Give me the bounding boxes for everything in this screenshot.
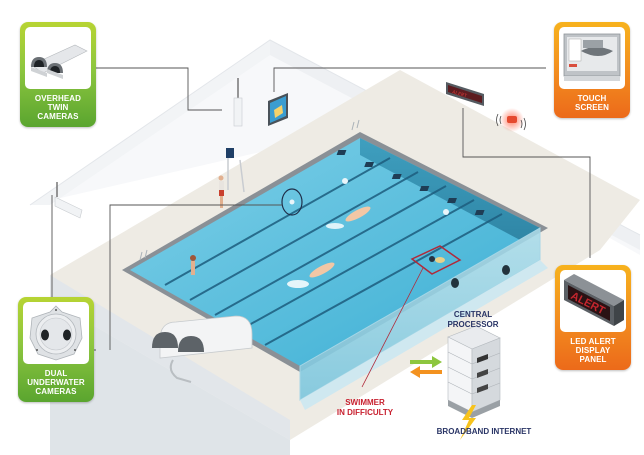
overhead-camera-mount-center bbox=[233, 78, 243, 127]
arrow-left-icon bbox=[410, 366, 442, 378]
wall-led-display: ALERT bbox=[446, 82, 484, 106]
lightning-bolt-icon bbox=[460, 405, 476, 440]
arrow-right-icon bbox=[410, 356, 442, 368]
badge-label: LED ALERT DISPLAY PANEL bbox=[570, 337, 616, 364]
svg-text:ALERT: ALERT bbox=[451, 89, 467, 99]
dual-underwater-camera-icon bbox=[23, 302, 89, 364]
badge-label: DUAL UNDERWATER CAMERAS bbox=[27, 369, 85, 396]
underwater-camera-highlight bbox=[281, 178, 449, 216]
wall-touch-screen bbox=[268, 93, 288, 126]
touch-screen-monitor-icon bbox=[559, 27, 625, 89]
badge-dual-underwater-cameras: DUAL UNDERWATER CAMERAS bbox=[18, 297, 94, 402]
alarm-beacon-icon bbox=[496, 108, 526, 132]
swimmers bbox=[190, 206, 371, 288]
caption-broadband-internet: BROADBAND INTERNET bbox=[436, 427, 532, 436]
led-alert-panel-icon: ALERT bbox=[560, 270, 626, 332]
pool-ladders bbox=[139, 119, 360, 261]
leader-lines bbox=[51, 67, 591, 351]
starting-blocks bbox=[336, 150, 485, 215]
underwater-camera-housing bbox=[152, 315, 253, 383]
badge-overhead-twin-cameras: OVERHEAD TWIN CAMERAS bbox=[20, 22, 96, 127]
pool-basin bbox=[122, 132, 548, 410]
swimmer-in-difficulty-marker bbox=[361, 245, 462, 388]
badge-label: OVERHEAD TWIN CAMERAS bbox=[34, 94, 82, 121]
central-processor-server bbox=[447, 325, 501, 418]
badge-label: TOUCH SCREEN bbox=[575, 94, 609, 112]
data-flow-arrows bbox=[410, 356, 442, 378]
badge-led-alert-display-panel: ALERT LED ALERT DISPLAY PANEL bbox=[555, 265, 631, 370]
caption-central-processor: CENTRAL PROCESSOR bbox=[447, 310, 499, 329]
caption-swimmer-in-difficulty: SWIMMER IN DIFFICULTY bbox=[336, 398, 394, 417]
overhead-camera-mount-left bbox=[54, 182, 83, 219]
lifeguard-chair bbox=[218, 148, 245, 208]
overhead-twin-camera-icon bbox=[25, 27, 91, 89]
badge-touch-screen: TOUCH SCREEN bbox=[554, 22, 630, 118]
